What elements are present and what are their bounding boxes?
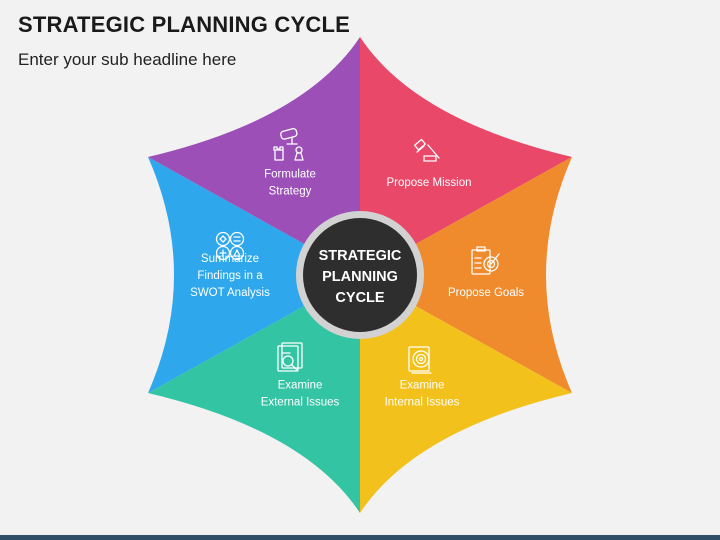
segment-label-formulate-strategy-line-2: Strategy <box>269 186 312 198</box>
page-subtitle: Enter your sub headline here <box>18 50 237 69</box>
segment-label-examine-external-line-2: External Issues <box>261 397 340 409</box>
segment-propose-mission <box>360 37 572 275</box>
segment-examine-external <box>148 275 360 513</box>
gavel-icon <box>413 138 440 162</box>
center-hub: STRATEGIC PLANNING CYCLE <box>296 211 424 339</box>
center-hub-core <box>303 218 417 332</box>
goal-checklist-icon <box>471 246 500 275</box>
document-search-icon <box>277 342 303 372</box>
segment-label-formulate-strategy-line-1: Formulate <box>264 169 316 181</box>
segment-label-examine-external-line-1: Examine <box>278 380 323 392</box>
segment-label-summarize-swot-line-3: SWOT Analysis <box>190 287 270 299</box>
center-title-line-3: CYCLE <box>335 290 384 306</box>
segment-summarize-swot <box>148 157 360 393</box>
segments-layer <box>148 37 572 513</box>
segment-formulate-strategy <box>148 37 360 275</box>
segment-label-summarize-swot-line-2: Findings in a <box>197 270 263 282</box>
segment-label-propose-goals-line-1: Propose Goals <box>448 287 524 299</box>
segment-label-examine-internal-line-1: Examine <box>400 380 445 392</box>
center-title-line-1: STRATEGIC <box>319 248 402 264</box>
swot-icon <box>215 231 245 261</box>
segment-examine-internal <box>360 275 572 513</box>
segment-label-summarize-swot-line-1: Summarize <box>201 253 259 265</box>
center-title-line-2: PLANNING <box>322 269 398 285</box>
chess-strategy-icon <box>273 127 304 161</box>
segment-label-propose-mission-line-1: Propose Mission <box>386 177 471 189</box>
segment-label-examine-internal-line-2: Internal Issues <box>385 397 460 409</box>
footer-bar <box>0 535 720 540</box>
target-document-icon <box>408 346 432 374</box>
page-title: STRATEGIC PLANNING CYCLE <box>18 12 350 37</box>
segment-propose-goals <box>360 157 572 393</box>
